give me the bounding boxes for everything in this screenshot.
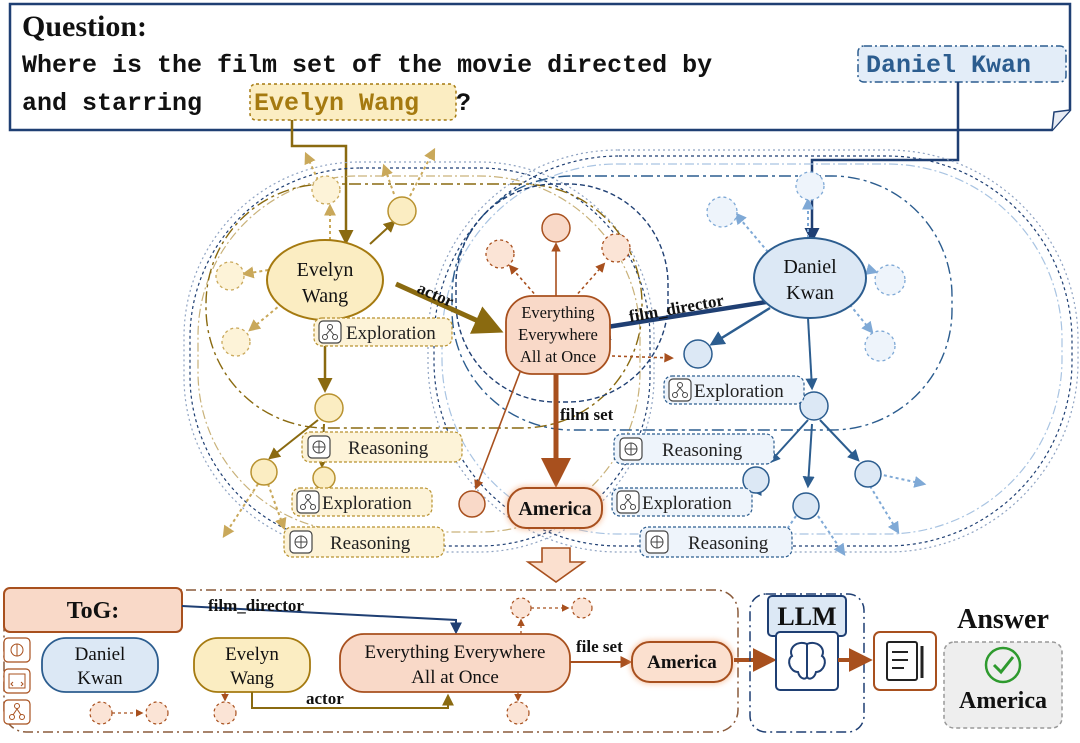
graph-icon [322, 324, 338, 340]
tog-label: ToG: [67, 598, 119, 624]
edge-film-set-label: film set [560, 405, 614, 424]
bottom-film-director-edge [181, 605, 462, 635]
exploration-label: Exploration [322, 493, 412, 514]
exploration-tag-blue-2: Exploration [611, 487, 753, 517]
svg-text:and starring Evelyn Wang: and starring Evelyn Wang ? [22, 89, 471, 118]
answer-title: Answer [957, 604, 1049, 635]
node-movie: Everything Everywhere All at Once [505, 295, 611, 375]
bottom-actor-label: actor [306, 689, 344, 708]
bottom-node-daniel: Daniel Kwan [41, 637, 159, 693]
down-arrow [525, 547, 587, 583]
question-heading: Question: [22, 10, 147, 43]
actor-entity-highlight [249, 83, 457, 121]
orange-edges [474, 242, 674, 490]
answer-box: America [943, 641, 1063, 729]
bottom-film-director-label: film_director [208, 596, 304, 615]
reasoning-label: Reasoning [348, 438, 429, 459]
answer-value: America [959, 688, 1047, 714]
bottom-america-label: America [647, 652, 717, 673]
bottom-faded-nodes [89, 597, 593, 725]
graph-icon [672, 382, 688, 398]
node-movie-line3: All at Once [520, 347, 596, 366]
reasoning-tag-blue-1: Reasoning [613, 433, 775, 465]
bottom-node-movie: Everything Everywhere All at Once [339, 633, 571, 693]
orange-small-nodes [458, 213, 571, 518]
bottom-faded-edges [112, 604, 570, 717]
brain-icon [312, 440, 326, 454]
llm-label: LLM [777, 602, 836, 631]
orange-faded-nodes [485, 233, 631, 269]
exploration-tag-blue-1: Exploration [663, 375, 805, 405]
node-america-label: America [518, 498, 591, 520]
side-icons [3, 637, 31, 725]
exploration-tag-gold-1: Exploration [313, 317, 453, 347]
exploration-tag-gold-2: Exploration [291, 487, 433, 517]
exploration-label: Exploration [642, 493, 732, 514]
bottom-daniel-line1: Daniel [75, 644, 126, 665]
question-box: Question: Where is the film set of the m… [8, 2, 1072, 132]
question-line1: Where is the film set of the movie direc… [22, 51, 712, 80]
node-evelyn-wang: Evelyn Wang [266, 239, 384, 321]
exploration-label: Exploration [694, 381, 784, 402]
graph-icon [620, 494, 636, 510]
brain-icon [10, 643, 24, 657]
node-evelyn-line1: Evelyn [297, 259, 354, 281]
reasoning-label: Reasoning [688, 533, 769, 554]
question-actor: Evelyn Wang [254, 89, 419, 118]
edge-actor-label: actor [414, 278, 457, 311]
tog-panel: ToG: film_director Daniel Kwan Evelyn Wa… [3, 587, 739, 733]
brain-icon [788, 642, 826, 680]
question-mark: ? [456, 89, 471, 118]
node-daniel-line1: Daniel [783, 256, 837, 278]
node-america: America [506, 486, 604, 530]
exploration-label: Exploration [346, 323, 436, 344]
blue-faded-nodes [706, 171, 906, 362]
reasoning-tag-gold-1: Reasoning [301, 431, 463, 463]
reasoning-tag-blue-2: Reasoning [639, 526, 793, 558]
tog-label-box [3, 587, 183, 633]
node-daniel-line2: Kwan [786, 282, 834, 304]
brain-icon [294, 535, 308, 549]
graph-icon [9, 703, 25, 720]
node-movie-line1: Everything [521, 303, 594, 322]
bottom-node-america: America [630, 640, 734, 684]
svg-text:Where is the film set of the m: Where is the film set of the movie direc… [22, 51, 1031, 80]
reasoning-label: Reasoning [662, 440, 743, 461]
code-icon [8, 673, 26, 689]
node-daniel-kwan: Daniel Kwan [753, 237, 867, 319]
bottom-file-set-label: file set [576, 637, 623, 656]
actor-connector [290, 120, 354, 245]
bottom-daniel-line2: Kwan [77, 668, 123, 689]
document-icon [873, 631, 937, 691]
question-line2: and starring [22, 89, 202, 118]
question-director: Daniel Kwan [866, 51, 1031, 80]
llm-panel: LLM [749, 593, 865, 733]
reasoning-tag-gold-2: Reasoning [283, 526, 445, 558]
node-evelyn-line2: Wang [302, 285, 348, 307]
check-icon [984, 646, 1022, 684]
graph-icon [300, 494, 316, 510]
bottom-node-evelyn: Evelyn Wang [193, 637, 311, 693]
bottom-movie-line1: Everything Everywhere [365, 642, 546, 663]
bottom-movie-line2: All at Once [411, 667, 499, 688]
reasoning-label: Reasoning [330, 533, 411, 554]
gold-faded-nodes [215, 175, 341, 357]
brain-icon [624, 442, 638, 456]
gold-small-nodes [250, 196, 417, 490]
node-movie-line2: Everywhere [518, 325, 598, 344]
bottom-evelyn-line1: Evelyn [225, 644, 279, 665]
brain-icon [650, 535, 664, 549]
director-entity-highlight [857, 45, 1067, 83]
bottom-actor-edge [251, 692, 454, 709]
bottom-evelyn-line2: Wang [230, 668, 274, 689]
blue-small-nodes [683, 339, 882, 520]
